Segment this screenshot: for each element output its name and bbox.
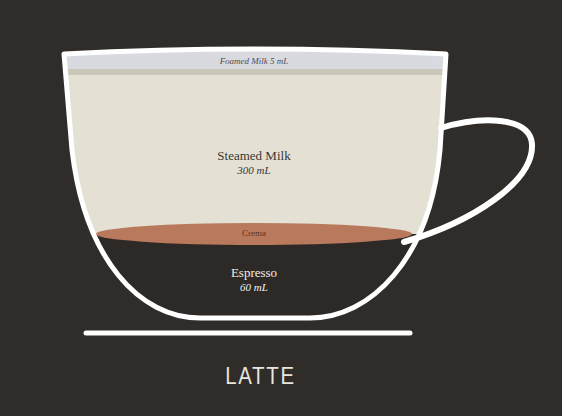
layer-name: Steamed Milk — [217, 149, 290, 164]
foam-edge — [50, 69, 460, 75]
drink-title: LATTE — [225, 362, 295, 390]
cup-handle — [404, 120, 532, 242]
crema-band: Crema — [238, 228, 270, 238]
saucer — [86, 331, 410, 336]
layer-volume: 60 mL — [231, 281, 277, 294]
steamed-milk-layer — [50, 40, 460, 240]
crema-layer — [96, 223, 412, 245]
cup-contents — [50, 40, 460, 334]
layer-volume: 300 mL — [217, 164, 290, 177]
espresso-band: Espresso60 mL — [227, 266, 281, 294]
foamed-milk-band: Foamed Milk 5 mL — [216, 56, 293, 66]
layer-name: Espresso — [231, 266, 277, 281]
cup-outline — [64, 49, 446, 318]
layer-name: Crema — [242, 228, 266, 238]
foamed-milk-layer — [50, 40, 460, 70]
layer-name: Foamed Milk 5 mL — [220, 56, 289, 66]
steamed-milk-band: Steamed Milk300 mL — [213, 149, 294, 177]
